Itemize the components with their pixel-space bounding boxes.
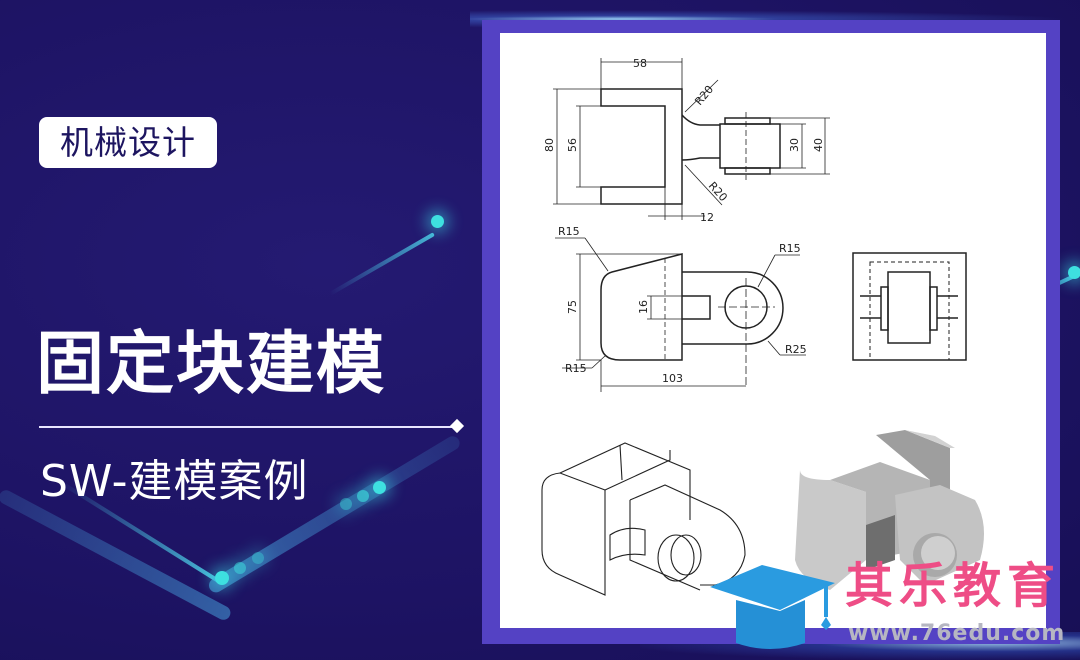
dim-103: 103 — [662, 372, 683, 385]
dim-40: 40 — [812, 138, 825, 152]
glow-dot — [340, 498, 352, 510]
glow-dot — [234, 562, 246, 574]
front-view: R15 R15 75 16 103 R15 R25 — [555, 225, 807, 392]
dim-56: 56 — [566, 138, 579, 152]
glow-dot — [1068, 266, 1080, 279]
dim-r15-top-left: R15 — [558, 225, 580, 238]
dim-16: 16 — [637, 300, 650, 314]
top-view: 58 80 56 R20 R20 30 40 12 — [543, 57, 830, 224]
dim-12: 12 — [700, 211, 714, 224]
dim-r20-top: R20 — [692, 83, 716, 108]
engineering-drawing: 58 80 56 R20 R20 30 40 12 — [500, 33, 1046, 628]
dim-r15-bottom-left: R15 — [565, 362, 587, 375]
dim-30: 30 — [788, 138, 801, 152]
graduation-cap-icon — [710, 565, 835, 649]
dim-75: 75 — [566, 300, 579, 314]
subtitle: SW-建模案例 — [40, 456, 309, 507]
title-divider — [39, 426, 457, 428]
glow-dot — [373, 481, 386, 494]
dim-r15-hole: R15 — [779, 242, 801, 255]
brand-name: 其乐教育 — [845, 558, 1062, 614]
isometric-shaded-render — [795, 430, 984, 590]
isometric-line-drawing — [541, 442, 746, 596]
glow-dot — [431, 215, 444, 228]
dim-r25: R25 — [785, 343, 807, 356]
dim-80: 80 — [543, 138, 556, 152]
glow-dot — [357, 490, 369, 502]
glow-dot — [252, 552, 264, 564]
page-title: 固定块建模 — [36, 325, 387, 404]
dim-r20-bottom: R20 — [706, 179, 730, 204]
dim-58: 58 — [633, 57, 647, 70]
brand-url[interactable]: www.76edu.com — [848, 621, 1066, 646]
side-view — [852, 252, 967, 361]
glow-dot — [215, 571, 229, 585]
category-tag: 机械设计 — [39, 117, 217, 168]
